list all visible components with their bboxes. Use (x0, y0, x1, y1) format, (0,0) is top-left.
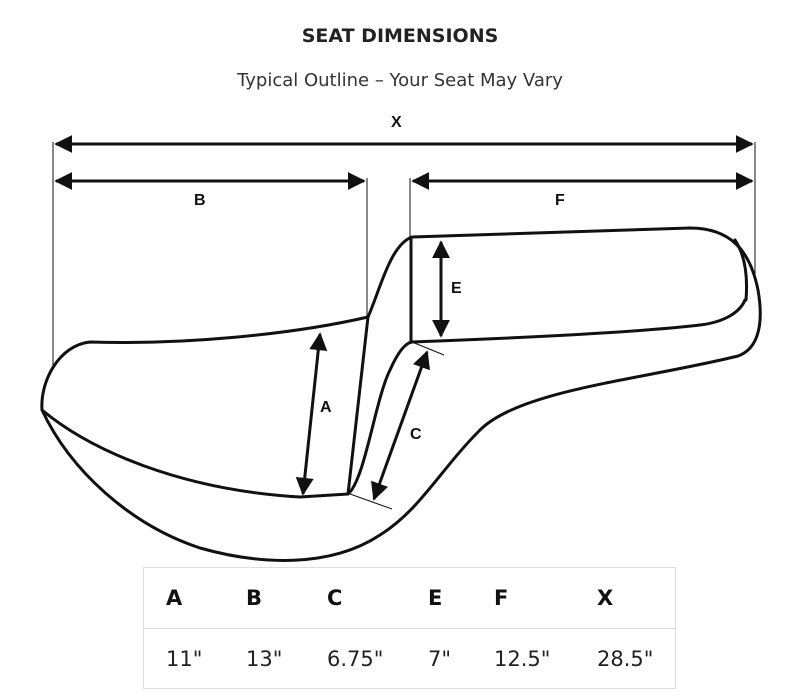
header-x: X (575, 567, 676, 629)
passenger-pad-bottom-line (410, 298, 747, 344)
label-c: C (410, 426, 422, 443)
dimension-arrow-a (295, 332, 328, 496)
value-b: 13" (246, 646, 283, 671)
header-b: B (224, 567, 305, 629)
page-subtitle: Typical Outline – Your Seat May Vary (237, 70, 563, 91)
value-f: 12.5" (494, 646, 551, 671)
value-a: 11" (166, 646, 203, 671)
header-f: F (472, 567, 575, 629)
header-c: C (305, 567, 406, 629)
value-c: 6.75" (327, 646, 384, 671)
header-e: E (406, 567, 472, 629)
dimension-arrow-c (371, 350, 430, 501)
extension-line (349, 493, 393, 510)
riser-inner-line (346, 340, 414, 496)
table-header-row: A B C E F X (143, 567, 676, 629)
value-e: 7" (428, 646, 452, 671)
label-b: B (194, 192, 206, 209)
rider-seat-bottom-line (40, 408, 350, 499)
value-x: 28.5" (597, 646, 654, 671)
header-a: A (143, 567, 224, 629)
riser-front-line (346, 315, 370, 496)
label-e: E (451, 280, 462, 297)
table-row: 11" 13" 6.75" 7" 12.5" 28.5" (144, 629, 676, 689)
label-f: F (555, 192, 565, 209)
page-title: SEAT DIMENSIONS (301, 25, 499, 47)
seat-outer-outline (40, 226, 762, 562)
passenger-pad-right-line (733, 238, 749, 302)
extension-line (411, 341, 445, 356)
label-a: A (320, 399, 332, 416)
dimensions-table: A B C E F X 11" 13" 6.75" 7" 12.5" 28.5" (143, 567, 676, 689)
seat-outline-diagram: X B F E A C (40, 114, 762, 562)
label-x: X (391, 114, 402, 131)
